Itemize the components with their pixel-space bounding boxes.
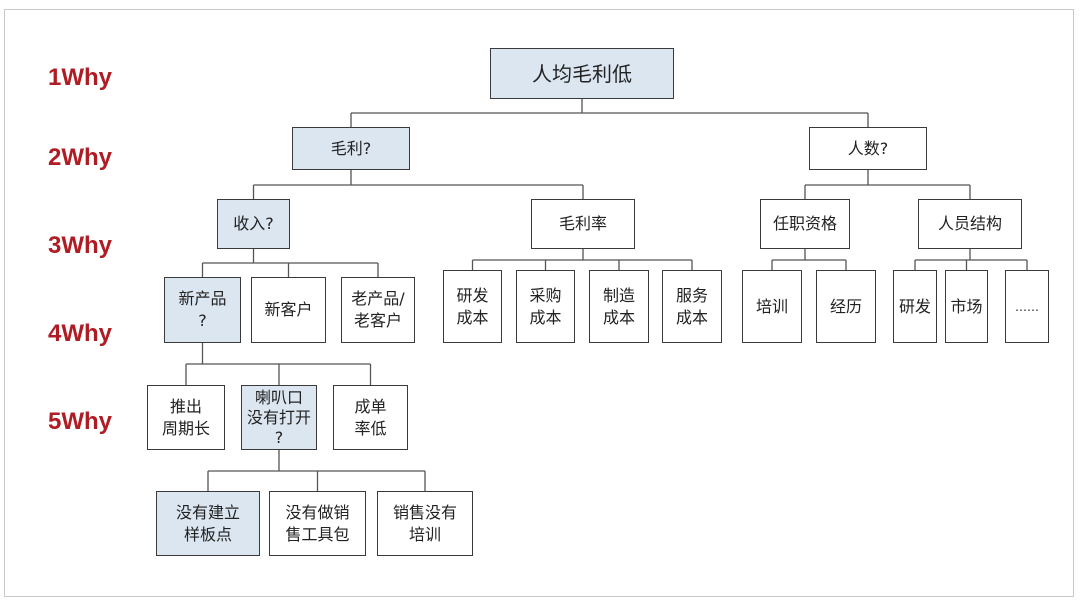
node-root-low-gross-profit-per-capita[interactable]: 人均毛利低 <box>490 48 674 99</box>
node-funnel-not-open[interactable]: 喇叭口 没有打开 ? <box>241 385 317 450</box>
node-old-product-customer[interactable]: 老产品/ 老客户 <box>341 277 415 343</box>
why-level-3-label: 3Why <box>48 232 113 259</box>
node-qualification[interactable]: 任职资格 <box>760 199 850 249</box>
why-level-4-label: 4Why <box>48 320 113 347</box>
why-level-1-label: 1Why <box>48 64 113 91</box>
node-no-sales-toolkit[interactable]: 没有做销 售工具包 <box>269 491 366 556</box>
node-long-launch-cycle[interactable]: 推出 周期长 <box>147 385 225 450</box>
node-purchase-cost[interactable]: 采购 成本 <box>516 270 575 343</box>
node-gross-profit[interactable]: 毛利? <box>292 127 410 170</box>
node-manufacturing-cost[interactable]: 制造 成本 <box>589 270 649 343</box>
node-training[interactable]: 培训 <box>742 270 802 343</box>
node-no-sales-training[interactable]: 销售没有 培训 <box>377 491 473 556</box>
node-low-close-rate[interactable]: 成单 率低 <box>333 385 408 450</box>
node-new-product[interactable]: 新产品 ? <box>164 277 241 343</box>
node-staff-structure[interactable]: 人员结构 <box>918 199 1022 249</box>
node-no-showcase[interactable]: 没有建立 样板点 <box>156 491 260 556</box>
node-revenue[interactable]: 收入? <box>217 199 290 249</box>
node-experience[interactable]: 经历 <box>816 270 876 343</box>
node-service-cost[interactable]: 服务 成本 <box>662 270 722 343</box>
node-rd-cost[interactable]: 研发 成本 <box>443 270 502 343</box>
node-margin-rate[interactable]: 毛利率 <box>531 199 635 249</box>
why-level-2-label: 2Why <box>48 144 113 171</box>
node-rd-staff[interactable]: 研发 <box>893 270 937 343</box>
node-more-staff-ellipsis[interactable]: …… <box>1005 270 1049 343</box>
node-new-customer[interactable]: 新客户 <box>251 277 326 343</box>
why-level-5-label: 5Why <box>48 408 113 435</box>
node-marketing-staff[interactable]: 市场 <box>945 270 988 343</box>
node-headcount[interactable]: 人数? <box>809 127 927 170</box>
